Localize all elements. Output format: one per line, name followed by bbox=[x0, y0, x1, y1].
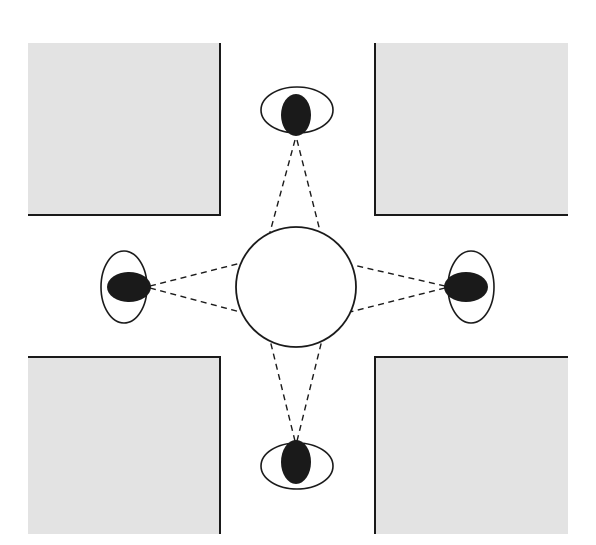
block-bottom-right bbox=[374, 356, 568, 534]
eye-pupil bbox=[107, 272, 151, 302]
sight-line-left-upper bbox=[149, 262, 242, 287]
sight-line-top-right bbox=[296, 139, 322, 236]
sight-line-right-upper bbox=[352, 264, 446, 287]
center-object bbox=[235, 226, 357, 348]
sight-line-top-left bbox=[268, 139, 296, 237]
eye-pupil bbox=[281, 94, 311, 136]
eye-icon-top bbox=[260, 86, 334, 136]
eye-icon-bottom bbox=[260, 440, 334, 490]
block-top-right bbox=[374, 43, 568, 216]
block-top-left bbox=[28, 43, 221, 216]
eye-icon-right bbox=[444, 250, 495, 324]
city-blocks bbox=[28, 43, 568, 534]
sight-line-bottom-right bbox=[296, 339, 323, 442]
block-bottom-left bbox=[28, 356, 221, 534]
eye-pupil bbox=[444, 272, 488, 302]
sight-line-left-lower bbox=[149, 287, 245, 314]
eye-pupil bbox=[281, 440, 311, 484]
sight-line-right-lower bbox=[349, 287, 446, 313]
sight-line-bottom-left bbox=[269, 339, 296, 442]
eye-icon-left bbox=[100, 250, 151, 324]
sight-lines bbox=[149, 139, 446, 442]
